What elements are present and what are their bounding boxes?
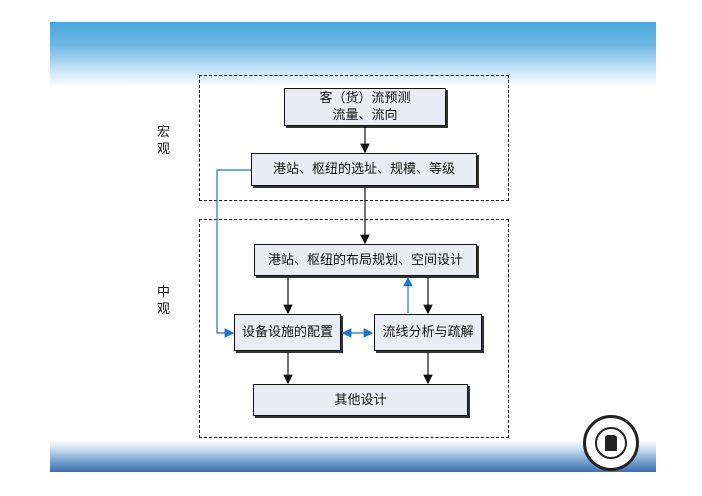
other-box: 其他设计 bbox=[253, 384, 468, 416]
other-text: 其他设计 bbox=[334, 392, 387, 408]
forecast-line1: 客（货）流预测 bbox=[319, 91, 411, 106]
forecast-line2: 流量、流向 bbox=[332, 108, 398, 123]
siting-text: 港站、枢纽的选址、规模、等级 bbox=[272, 162, 455, 177]
forecast-box: 客（货）流预测 流量、流向 bbox=[284, 88, 446, 126]
macro-region bbox=[199, 75, 509, 201]
siting-box: 港站、枢纽的选址、规模、等级 bbox=[251, 153, 477, 186]
header-band bbox=[50, 22, 656, 87]
flow-box: 流线分析与疏解 bbox=[374, 314, 482, 351]
equipment-text: 设备设施的配置 bbox=[241, 325, 333, 340]
flow-text: 流线分析与疏解 bbox=[382, 325, 474, 340]
arrow-siting-equipment bbox=[216, 169, 251, 338]
layout-text: 港站、枢纽的布局规划、空间设计 bbox=[267, 252, 463, 268]
university-seal-logo bbox=[583, 415, 639, 471]
meso-label: 中观 bbox=[157, 285, 171, 317]
equipment-box: 设备设施的配置 bbox=[234, 314, 341, 351]
footer-band bbox=[50, 440, 656, 472]
meso-region bbox=[199, 219, 509, 438]
macro-label: 宏观 bbox=[157, 125, 171, 157]
layout-box: 港站、枢纽的布局规划、空间设计 bbox=[254, 244, 477, 276]
